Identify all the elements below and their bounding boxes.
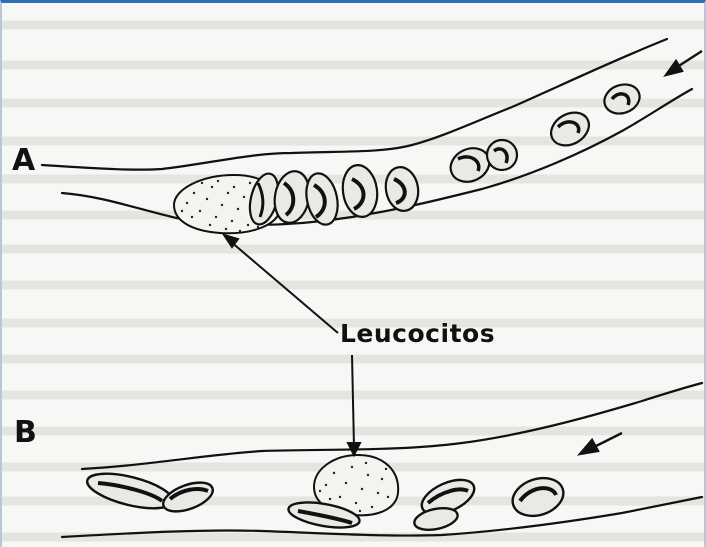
capillary-a-lower-wall [62,89,692,225]
leukocyte-label: Leucocitos [340,319,495,348]
flow-arrow-b-icon [580,433,622,454]
panel-b-label: B [14,415,37,450]
panel-a-label: A [12,143,35,178]
diagram-drawing [2,3,706,547]
